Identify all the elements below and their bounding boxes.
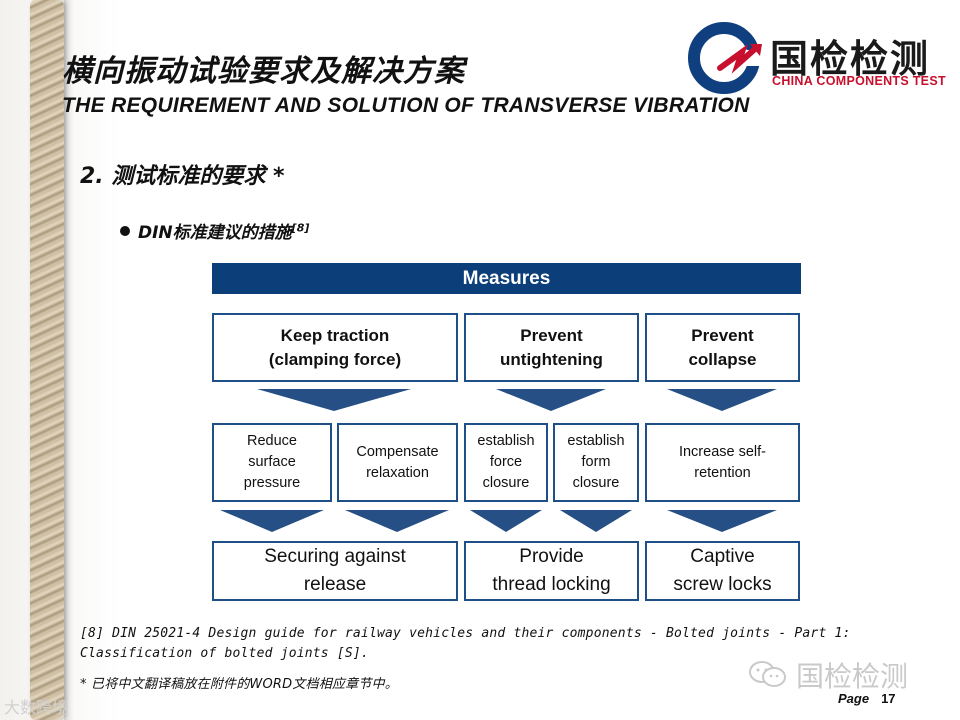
bullet-reference: [8]	[292, 221, 310, 234]
bullet-text: DIN标准建议的措施	[138, 223, 292, 243]
wechat-icon	[748, 660, 788, 688]
slide-title-en: THE REQUIREMENT AND SOLUTION OF TRANSVER…	[62, 94, 750, 118]
down-arrow-icon	[667, 389, 777, 411]
method-box-reduce-surface-pressure: Reduce surface pressure	[212, 423, 332, 502]
down-arrow-icon	[470, 510, 542, 532]
slide-title-cn: 横向振动试验要求及解决方案	[62, 46, 465, 90]
page-footer: Page 17	[838, 691, 896, 706]
measure-box-keep-traction: Keep traction (clamping force)	[212, 313, 458, 382]
method-box-label: Compensate relaxation	[356, 442, 438, 484]
reference-footnote-line1: [8] DIN 25021-4 Design guide for railway…	[80, 626, 851, 641]
method-box-label: establish form closure	[567, 431, 624, 494]
logo-name-en: CHINA COMPONENTS TEST	[772, 74, 946, 88]
result-box-securing-against-release: Securing against release	[212, 541, 458, 601]
result-box-captive-screw-locks: Captive screw locks	[645, 541, 800, 601]
method-box-label: Reduce surface pressure	[244, 431, 300, 494]
down-arrow-icon	[345, 510, 449, 532]
corner-watermark-text: 大数跨境	[4, 698, 68, 717]
down-arrow-icon	[560, 510, 632, 532]
page-number: 17	[881, 691, 895, 706]
result-box-label: Provide thread locking	[492, 543, 610, 599]
measure-box-label: Prevent collapse	[688, 324, 756, 372]
down-arrow-icon	[220, 510, 324, 532]
reference-footnote-line2: Classification of bolted joints [S].	[80, 646, 369, 661]
measure-box-label: Keep traction (clamping force)	[269, 324, 401, 372]
measure-box-label: Prevent untightening	[500, 324, 603, 372]
measure-box-prevent-untightening: Prevent untightening	[464, 313, 639, 382]
method-box-force-closure: establish force closure	[464, 423, 548, 502]
decorative-rope	[30, 0, 64, 720]
down-arrow-icon	[496, 389, 606, 411]
bullet-item: DIN标准建议的措施[8]	[120, 218, 309, 243]
result-box-thread-locking: Provide thread locking	[464, 541, 639, 601]
section-heading: 2. 测试标准的要求 *	[80, 158, 285, 190]
logo-emblem-icon	[680, 22, 770, 94]
corner-watermark: 大数跨境	[4, 694, 68, 718]
page-label: Page	[838, 691, 869, 706]
measure-box-prevent-collapse: Prevent collapse	[645, 313, 800, 382]
method-box-label: Increase self- retention	[679, 442, 766, 484]
down-arrow-icon	[667, 510, 777, 532]
method-box-compensate-relaxation: Compensate relaxation	[337, 423, 458, 502]
translation-note: * 已将中文翻译稿放在附件的WORD文档相应章节中。	[80, 673, 398, 692]
result-box-label: Captive screw locks	[673, 543, 771, 599]
method-box-form-closure: establish form closure	[553, 423, 639, 502]
down-arrow-icon	[257, 389, 411, 411]
method-box-increase-self-retention: Increase self- retention	[645, 423, 800, 502]
watermark-text: 国检检测	[796, 655, 908, 695]
result-box-label: Securing against release	[264, 543, 406, 599]
measures-header: Measures	[212, 263, 801, 294]
method-box-label: establish force closure	[477, 431, 534, 494]
bullet-dot-icon	[120, 226, 130, 236]
company-logo: 国检检测 CHINA COMPONENTS TEST	[680, 22, 940, 94]
